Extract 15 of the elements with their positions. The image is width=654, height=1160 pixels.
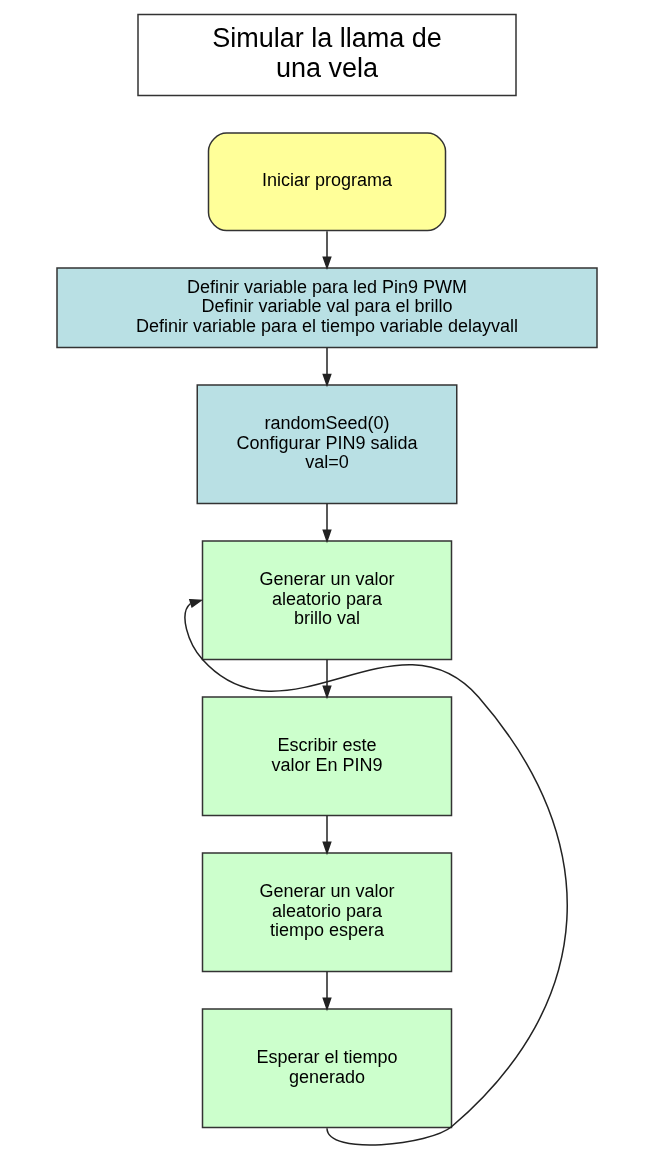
arrow: [322, 502, 332, 544]
arrow: [322, 814, 332, 856]
node-box: Generar un valor aleatorio para tiempo espera: [201, 852, 453, 973]
node-box: Iniciar programa: [207, 132, 447, 232]
arrow: [322, 658, 332, 700]
node-box: Esperar el tiempo generado: [201, 1008, 453, 1129]
arrow: [322, 230, 332, 271]
arrow: [184, 599, 568, 1146]
node-box: Simular la llama de una vela: [137, 13, 517, 97]
arrow: [322, 970, 332, 1012]
arrow: [322, 347, 332, 388]
node-box: Generar un valor aleatorio para brillo val: [201, 540, 453, 661]
node-box: Escribir este valor En PIN9: [201, 696, 453, 817]
node-box: randomSeed(0) Configurar PIN9 salida val=0: [196, 384, 458, 505]
node-box: Definir variable para led Pin9 PWM Definir variable val para el brillo Definir variable para el tiempo variable delayvall: [56, 267, 598, 349]
